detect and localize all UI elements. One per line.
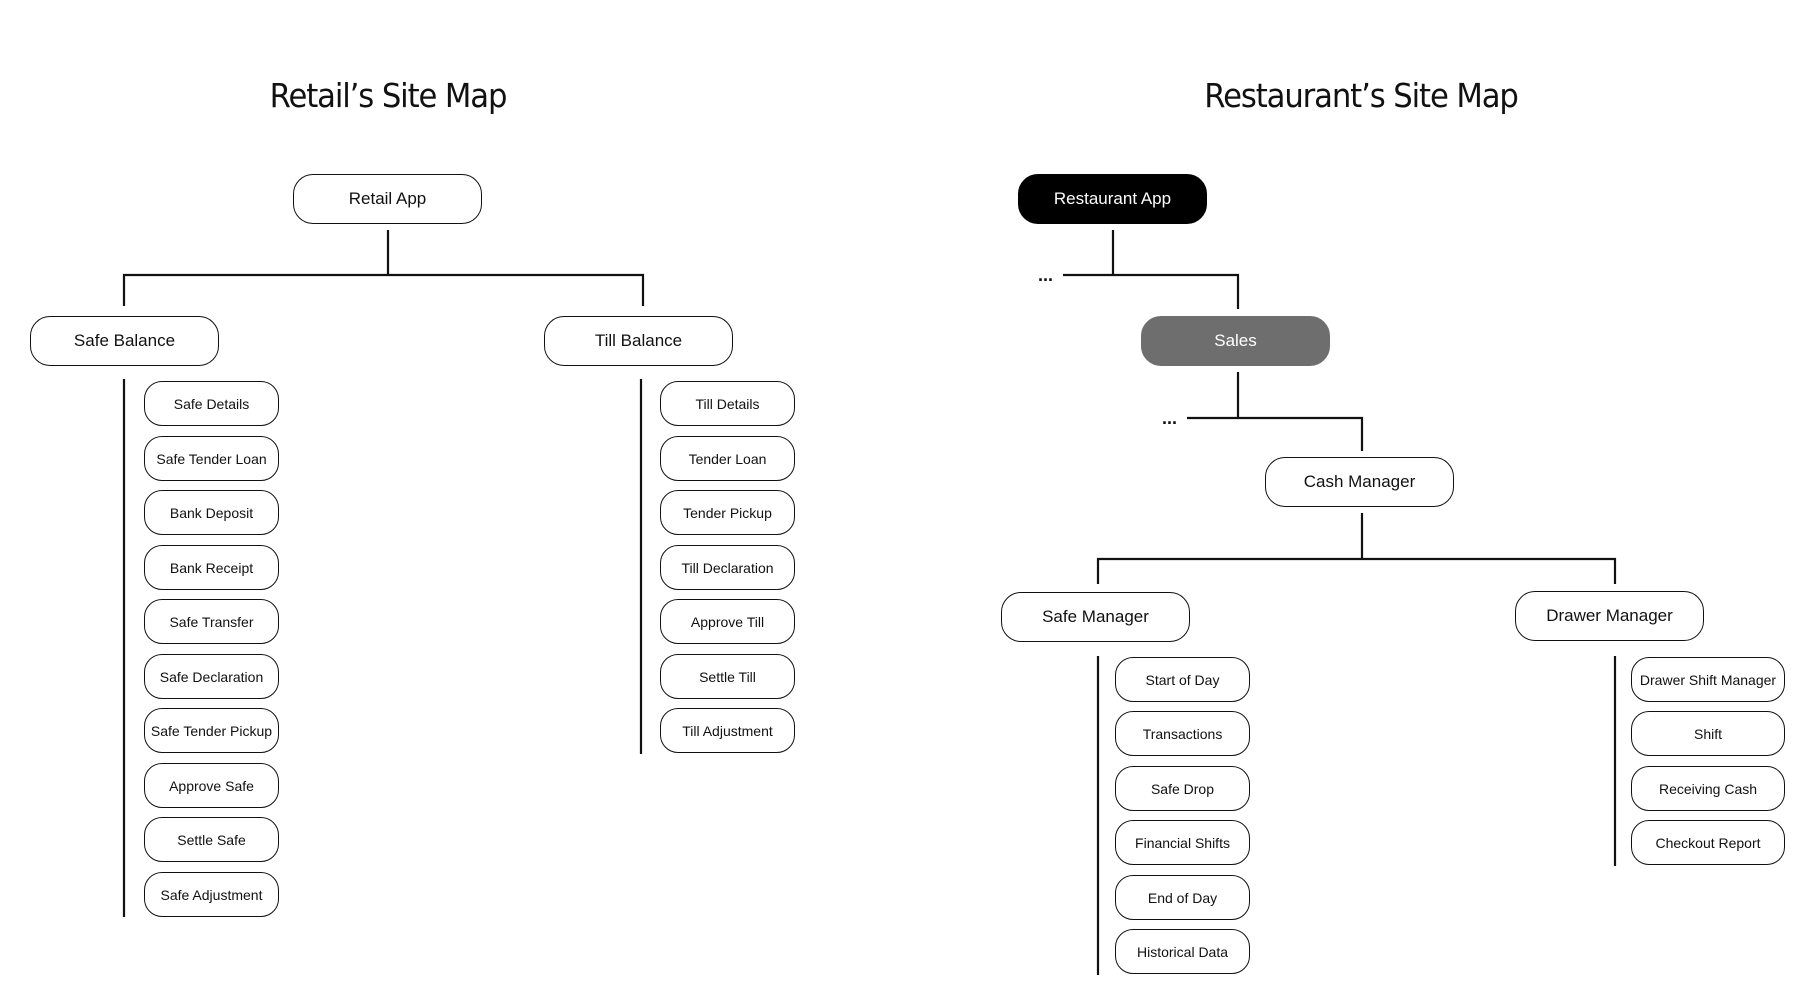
- tender-pickup-node[interactable]: Tender Pickup: [660, 490, 795, 535]
- till-declaration-node[interactable]: Till Declaration: [660, 545, 795, 590]
- start-of-day-node[interactable]: Start of Day: [1115, 657, 1250, 702]
- safe-drop-node[interactable]: Safe Drop: [1115, 766, 1250, 811]
- receiving-cash-node[interactable]: Receiving Cash: [1631, 766, 1785, 811]
- settle-safe-node[interactable]: Settle Safe: [144, 817, 279, 862]
- safe-adjustment-node[interactable]: Safe Adjustment: [144, 872, 279, 917]
- restaurant-root-connector: [1063, 230, 1240, 309]
- safe-balance-node[interactable]: Safe Balance: [30, 316, 219, 366]
- till-adjustment-node[interactable]: Till Adjustment: [660, 708, 795, 753]
- safe-manager-node[interactable]: Safe Manager: [1001, 592, 1190, 642]
- transactions-node[interactable]: Transactions: [1115, 711, 1250, 756]
- safe-tender-loan-node[interactable]: Safe Tender Loan: [144, 436, 279, 481]
- safe-transfer-node[interactable]: Safe Transfer: [144, 599, 279, 644]
- restaurant-root-ellipsis: ...: [1038, 265, 1054, 285]
- tender-loan-node[interactable]: Tender Loan: [660, 436, 795, 481]
- retail-root-connector: [122, 230, 645, 306]
- safe-tender-pickup-node[interactable]: Safe Tender Pickup: [144, 708, 279, 753]
- till-balance-node[interactable]: Till Balance: [544, 316, 733, 366]
- settle-till-node[interactable]: Settle Till: [660, 654, 795, 699]
- till-details-node[interactable]: Till Details: [660, 381, 795, 426]
- financial-shifts-node[interactable]: Financial Shifts: [1115, 820, 1250, 865]
- retail-app-node[interactable]: Retail App: [293, 174, 482, 224]
- cash-manager-connector: [1096, 513, 1617, 584]
- sales-ellipsis: ...: [1162, 408, 1178, 428]
- historical-data-node[interactable]: Historical Data: [1115, 929, 1250, 974]
- safe-details-node[interactable]: Safe Details: [144, 381, 279, 426]
- shift-node[interactable]: Shift: [1631, 711, 1785, 756]
- restaurant-site-map-title: Restaurant’s Site Map: [1204, 76, 1519, 115]
- drawer-manager-node[interactable]: Drawer Manager: [1515, 591, 1704, 641]
- sales-connector: [1187, 372, 1364, 451]
- restaurant-app-node[interactable]: Restaurant App: [1018, 174, 1207, 224]
- end-of-day-node[interactable]: End of Day: [1115, 875, 1250, 920]
- retail-site-map-title: Retail’s Site Map: [269, 76, 508, 115]
- safe-declaration-node[interactable]: Safe Declaration: [144, 654, 279, 699]
- approve-till-node[interactable]: Approve Till: [660, 599, 795, 644]
- approve-safe-node[interactable]: Approve Safe: [144, 763, 279, 808]
- bank-deposit-node[interactable]: Bank Deposit: [144, 490, 279, 535]
- drawer-shift-manager-node[interactable]: Drawer Shift Manager: [1631, 657, 1785, 702]
- bank-receipt-node[interactable]: Bank Receipt: [144, 545, 279, 590]
- sales-node[interactable]: Sales: [1141, 316, 1330, 366]
- checkout-report-node[interactable]: Checkout Report: [1631, 820, 1785, 865]
- cash-manager-node[interactable]: Cash Manager: [1265, 457, 1454, 507]
